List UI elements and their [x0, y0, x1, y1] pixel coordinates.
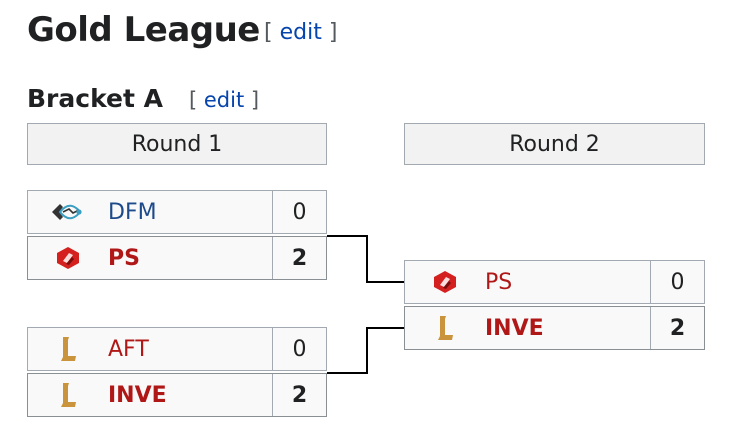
team-row[interactable]: INVE 2 — [27, 373, 327, 417]
connector-line — [327, 235, 368, 237]
team-score: 2 — [650, 307, 704, 349]
ps-logo-icon — [28, 237, 108, 279]
aft-logo-icon — [28, 328, 108, 370]
connector-line — [366, 327, 404, 329]
team-row[interactable]: DFM 0 — [27, 190, 327, 234]
team-score: 0 — [272, 328, 326, 370]
league-title: Gold League — [27, 10, 260, 50]
team-score: 2 — [272, 237, 326, 279]
match-1: DFM 0 PS 2 — [27, 190, 327, 282]
inve-logo-icon — [405, 307, 485, 349]
team-name: PS — [485, 269, 513, 295]
team-row[interactable]: PS 0 — [404, 260, 705, 304]
team-name: AFT — [108, 336, 149, 362]
inve-logo-icon — [28, 374, 108, 416]
team-row[interactable]: AFT 0 — [27, 327, 327, 371]
ps-logo-icon — [405, 261, 485, 303]
round-1-header: Round 1 — [27, 123, 327, 165]
bracket-title: Bracket A — [27, 84, 163, 113]
connector-line — [366, 327, 368, 374]
team-name: INVE — [485, 315, 544, 341]
edit-bracket-link[interactable]: edit — [203, 88, 245, 112]
team-name: PS — [108, 245, 140, 271]
dfm-logo-icon — [28, 191, 108, 233]
connector-line — [327, 372, 368, 374]
round-2-header: Round 2 — [404, 123, 705, 165]
team-score: 0 — [272, 191, 326, 233]
team-score: 0 — [650, 261, 704, 303]
connector-line — [366, 281, 404, 283]
league-edit-link: [ edit ] — [264, 20, 338, 45]
bracket-edit-link: [ edit ] — [189, 88, 260, 112]
connector-line — [366, 235, 368, 283]
team-name: INVE — [108, 382, 167, 408]
match-3: PS 0 INVE 2 — [404, 260, 705, 352]
team-name: DFM — [108, 199, 157, 225]
match-2: AFT 0 INVE 2 — [27, 327, 327, 419]
team-row[interactable]: PS 2 — [27, 236, 327, 280]
team-score: 2 — [272, 374, 326, 416]
team-row[interactable]: INVE 2 — [404, 306, 705, 350]
edit-league-link[interactable]: edit — [279, 20, 322, 45]
